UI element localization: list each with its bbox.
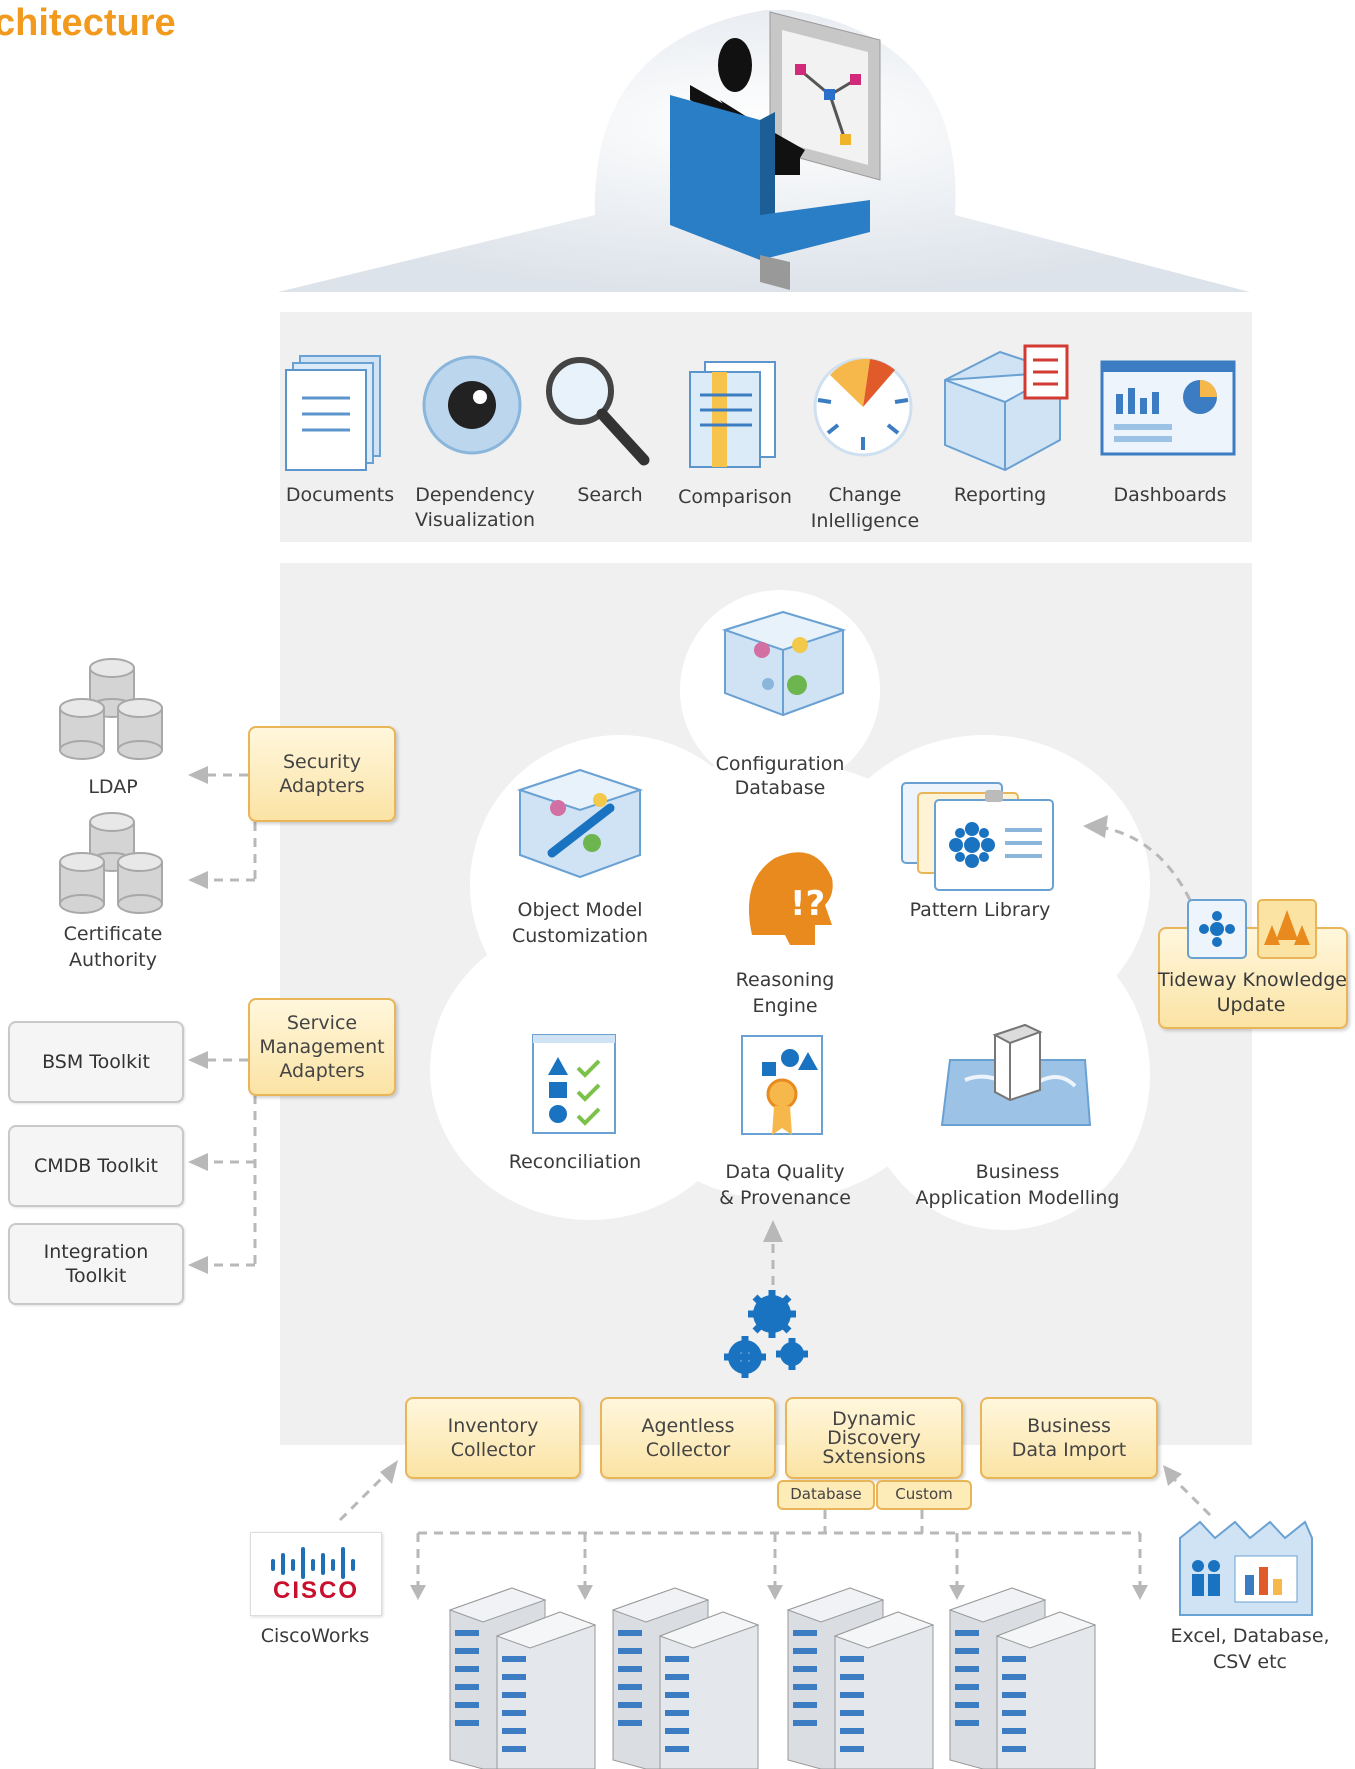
arrowheads [188,766,1182,1600]
cmdb-toolkit-box[interactable]: CMDB Toolkit [8,1125,184,1207]
search-icon [546,357,650,466]
agentless-label-2: Collector [645,1439,731,1461]
tool-label-visualization: Visualization [414,509,535,531]
data-quality-label-2: & Provenance [719,1187,851,1209]
tool-label-change: Change [828,484,902,506]
cisco-logo-box: CISCO [250,1532,382,1616]
pattern-library-icon [901,782,1054,891]
security-adapters-box[interactable]: Security Adapters [248,726,396,822]
ciscoworks-label: CiscoWorks [260,1625,370,1647]
comparison-icon [689,361,776,468]
dynamic-label-2: Discovery [827,1426,921,1449]
cmdb-toolkit-label: CMDB Toolkit [33,1155,158,1177]
tideway-pattern-icon [1187,899,1247,959]
business-import-label-1: Business [1027,1415,1111,1437]
dynamic-discovery-extensions-box[interactable]: Dynamic Discovery Sxtensions [785,1397,963,1479]
certificate-authority-icon [59,812,163,914]
excel-label-1: Excel, Database, [1170,1625,1330,1647]
inventory-label-2: Collector [450,1439,536,1461]
server-rack-icon [612,1587,759,1769]
object-model-icon [516,768,644,879]
custom-extension-tag[interactable]: Custom [876,1480,972,1510]
object-model-label-1: Object Model [517,899,643,921]
cmdb-label-1: Configuration [715,753,845,775]
bsm-toolkit-label: BSM Toolkit [42,1051,150,1073]
svg-text:!?: !? [790,884,825,924]
agentless-collector-box[interactable]: Agentless Collector [600,1397,776,1479]
tool-label-search: Search [577,484,643,506]
pattern-library-label: Pattern Library [909,899,1051,921]
page-title: chitecture [0,2,176,44]
reasoning-engine-icon: !? [748,852,833,945]
service-management-adapters-box[interactable]: Service Management Adapters [248,998,396,1096]
business-data-import-box[interactable]: Business Data Import [980,1397,1158,1479]
dynamic-label-1: Dynamic [832,1407,916,1430]
dashboards-icon [1100,360,1236,456]
service-mgmt-label-2: Management [259,1036,385,1058]
integration-label-2: Toolkit [65,1265,127,1287]
bsm-toolkit-box[interactable]: BSM Toolkit [8,1021,184,1103]
cisco-bars-icon [271,1547,355,1579]
integration-toolkit-box[interactable]: Integration Toolkit [8,1223,184,1305]
tool-label-comparison: Comparison [678,486,792,508]
server-rack-icon [448,1587,597,1769]
service-mgmt-label-3: Adapters [279,1060,365,1082]
ldap-database-icon [59,658,163,760]
object-model-label-2: Customization [511,925,649,947]
inventory-label-1: Inventory [447,1415,539,1437]
tool-label-dashboards: Dashboards [1113,484,1227,506]
tool-label-documents: Documents [285,484,395,506]
service-mgmt-label-1: Service [286,1012,358,1034]
tool-label-dependency: Dependency [415,484,535,506]
agentless-label-1: Agentless [641,1415,735,1437]
cmdb-label-2: Database [734,777,826,799]
reconciliation-icon [532,1034,616,1134]
tool-label-intelligence: Inlelligence [810,510,920,532]
dependency-visualization-icon [422,355,522,455]
security-adapters-label-1: Security [282,751,362,773]
cert-label-2: Authority [69,949,157,971]
integration-label-1: Integration [43,1241,149,1263]
reasoning-label-2: Engine [752,995,818,1017]
gears-icon [724,1290,808,1378]
reconciliation-label: Reconciliation [508,1151,642,1173]
tideway-update-icon [1257,899,1317,959]
business-import-label-2: Data Import [1011,1439,1127,1461]
inventory-collector-box[interactable]: Inventory Collector [405,1397,581,1479]
chair-icon [670,95,870,290]
cisco-wordmark: CISCO [272,1577,359,1604]
security-adapters-label-2: Adapters [279,775,365,797]
server-rack-icon [949,1587,1096,1769]
reporting-icon [944,344,1069,472]
cert-label-1: Certificate [63,923,163,945]
data-quality-label-1: Data Quality [725,1161,845,1183]
server-rack-icon [787,1587,934,1769]
tool-label-reporting: Reporting [953,484,1047,506]
reasoning-label-1: Reasoning [735,969,835,991]
tideway-label-2: Update [1216,994,1286,1016]
business-app-label-1: Business [975,1161,1060,1183]
change-intelligence-icon [813,357,913,457]
dynamic-label-3: Sxtensions [822,1445,926,1468]
database-extension-tag[interactable]: Database [777,1480,875,1510]
ldap-label: LDAP [88,776,138,798]
business-app-label-2: Application Modelling [915,1187,1120,1209]
dashed-connectors [200,773,1212,1590]
tideway-label-1: Tideway Knowledge [1158,969,1347,991]
monitor-icon [769,11,881,181]
business-application-icon [940,1023,1092,1126]
documents-icon [285,355,381,471]
configuration-database-icon [721,610,847,717]
excel-label-2: CSV etc [1213,1651,1287,1673]
data-quality-icon [741,1035,823,1135]
